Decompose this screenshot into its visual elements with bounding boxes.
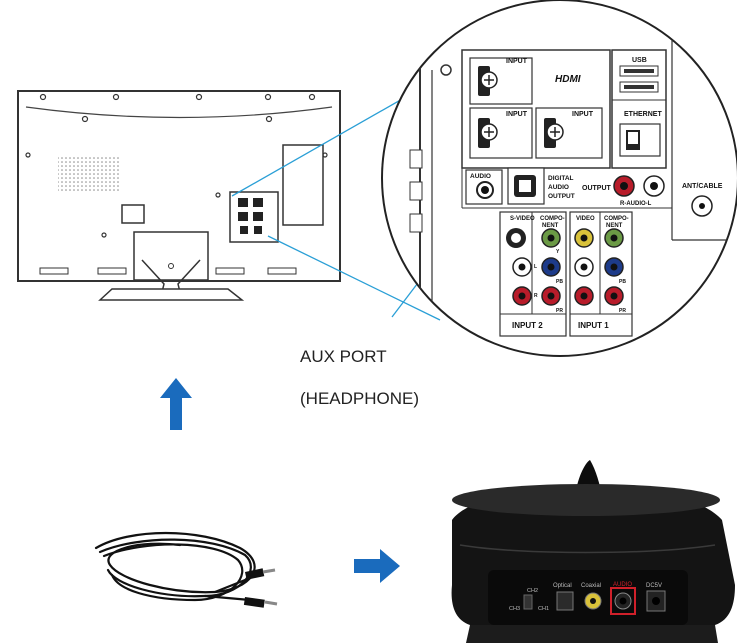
input2-pr-label: PR <box>556 308 563 314</box>
tv-vent <box>58 155 120 193</box>
usb-port[interactable] <box>619 65 659 93</box>
right-arrow-icon <box>354 549 400 583</box>
hdmi-port-3[interactable] <box>535 107 603 159</box>
input1-component-label-2: NENT <box>606 223 623 229</box>
aux-port-label: AUX PORT <box>300 347 387 366</box>
input1-component-label-1: COMPO- <box>604 216 629 222</box>
aux-audio-port[interactable] <box>465 169 503 205</box>
output-label: OUTPUT <box>582 185 612 192</box>
optical-port[interactable] <box>556 591 574 611</box>
input2-r-label: R <box>534 293 538 299</box>
ethernet-port[interactable] <box>619 123 661 157</box>
video-label: VIDEO <box>576 216 595 222</box>
digital-audio-port[interactable] <box>507 167 545 205</box>
svideo-port[interactable] <box>506 228 526 248</box>
aux-cable <box>94 531 256 602</box>
up-arrow-icon <box>160 378 192 430</box>
svideo-label: S-VIDEO <box>510 216 535 222</box>
aux-plug-top-icon <box>244 568 276 580</box>
hdmi-input-label-2: INPUT <box>506 111 528 118</box>
aux-audio-highlight <box>610 587 636 615</box>
receiver-coaxial-label: Coaxial <box>581 583 601 589</box>
usb-label: USB <box>632 57 647 64</box>
output-audio-l-port[interactable] <box>643 175 665 197</box>
headphone-receiver <box>451 460 735 643</box>
hdmi-input-label-3: INPUT <box>572 111 594 118</box>
receiver-dc-label: DC5V <box>646 583 662 589</box>
aux-plug-bottom-icon <box>243 597 278 608</box>
channel-switch[interactable] <box>523 594 533 610</box>
ant-cable-label: ANT/CABLE <box>682 183 723 190</box>
receiver-ch1-label: CH1 <box>538 606 549 612</box>
ant-cable-port[interactable] <box>691 195 713 217</box>
aux-port-callout: AUX PORT (HEADPHONE) <box>300 325 419 430</box>
hdmi-port-1[interactable] <box>469 57 533 105</box>
input2-y-label: Y <box>556 249 560 255</box>
input2-label: INPUT 2 <box>512 321 543 330</box>
ethernet-label: ETHERNET <box>624 111 662 118</box>
receiver-audio-label: AUDIO <box>613 582 632 588</box>
hdmi-port-2[interactable] <box>469 107 533 159</box>
receiver-ch3-label: CH3 <box>509 606 520 612</box>
input2-component-label-2: NENT <box>542 223 559 229</box>
headphone-label: (HEADPHONE) <box>300 389 420 408</box>
hdmi-input-label-1: INPUT <box>506 58 528 65</box>
input2-pb-label: PB <box>556 279 563 285</box>
input2-l-label: L <box>534 264 537 270</box>
input1-pb-label: PB <box>619 279 626 285</box>
output-audio-r-port[interactable] <box>613 175 635 197</box>
input2-component-label-1: COMPO- <box>540 216 565 222</box>
digital-audio-label-3: OUTPUT <box>548 193 575 200</box>
receiver-optical-label: Optical <box>553 583 572 589</box>
audio-label: AUDIO <box>470 173 491 180</box>
input1-label: INPUT 1 <box>578 321 609 330</box>
receiver-ch2-label: CH2 <box>527 588 538 594</box>
digital-audio-label-1: DIGITAL <box>548 175 574 182</box>
digital-audio-label-2: AUDIO <box>548 184 569 191</box>
input1-pr-label: PR <box>619 308 626 314</box>
hdmi-logo: HDMI <box>555 74 581 85</box>
r-audio-l-label: R-AUDIO-L <box>620 201 652 207</box>
tv-back <box>17 90 341 301</box>
